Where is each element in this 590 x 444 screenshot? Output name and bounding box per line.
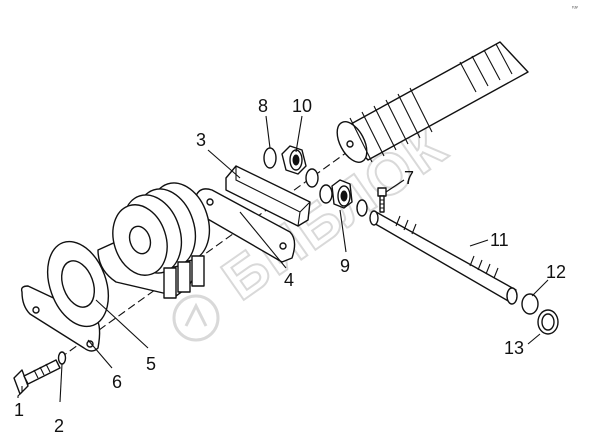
callout-3: 3 [196, 130, 206, 150]
part-snap-ring-12 [521, 293, 539, 315]
part-nut-10 [281, 145, 319, 188]
corner-mark: ᵣᵤᵥ [572, 4, 578, 10]
part-washer-2 [57, 351, 67, 365]
part-bushing-13 [537, 309, 559, 335]
worm-shaft-assembly [336, 41, 529, 163]
callout-12: 12 [546, 262, 566, 282]
callout-6: 6 [112, 372, 122, 392]
part-ring-8 [263, 147, 277, 169]
callout-1: 1 [14, 400, 24, 420]
part-plate-6 [20, 285, 101, 352]
callout-8: 8 [258, 96, 268, 116]
part-screw-7 [377, 187, 387, 213]
callout-10: 10 [292, 96, 312, 116]
part-pulley-stack [112, 182, 211, 299]
part-bolt-1 [13, 359, 61, 395]
callout-13: 13 [504, 338, 524, 358]
callout-9: 9 [340, 256, 350, 276]
leader-lines [17, 115, 549, 403]
part-friction-disc-5 [46, 240, 110, 328]
callout-4: 4 [284, 270, 294, 290]
callout-5: 5 [146, 354, 156, 374]
watermark-logo-icon [172, 294, 220, 342]
callout-2: 2 [54, 416, 64, 436]
part-nut-9 [319, 179, 368, 217]
part-splined-shaft-11 [369, 210, 518, 305]
callout-7: 7 [404, 168, 414, 188]
callout-11: 11 [490, 230, 509, 250]
